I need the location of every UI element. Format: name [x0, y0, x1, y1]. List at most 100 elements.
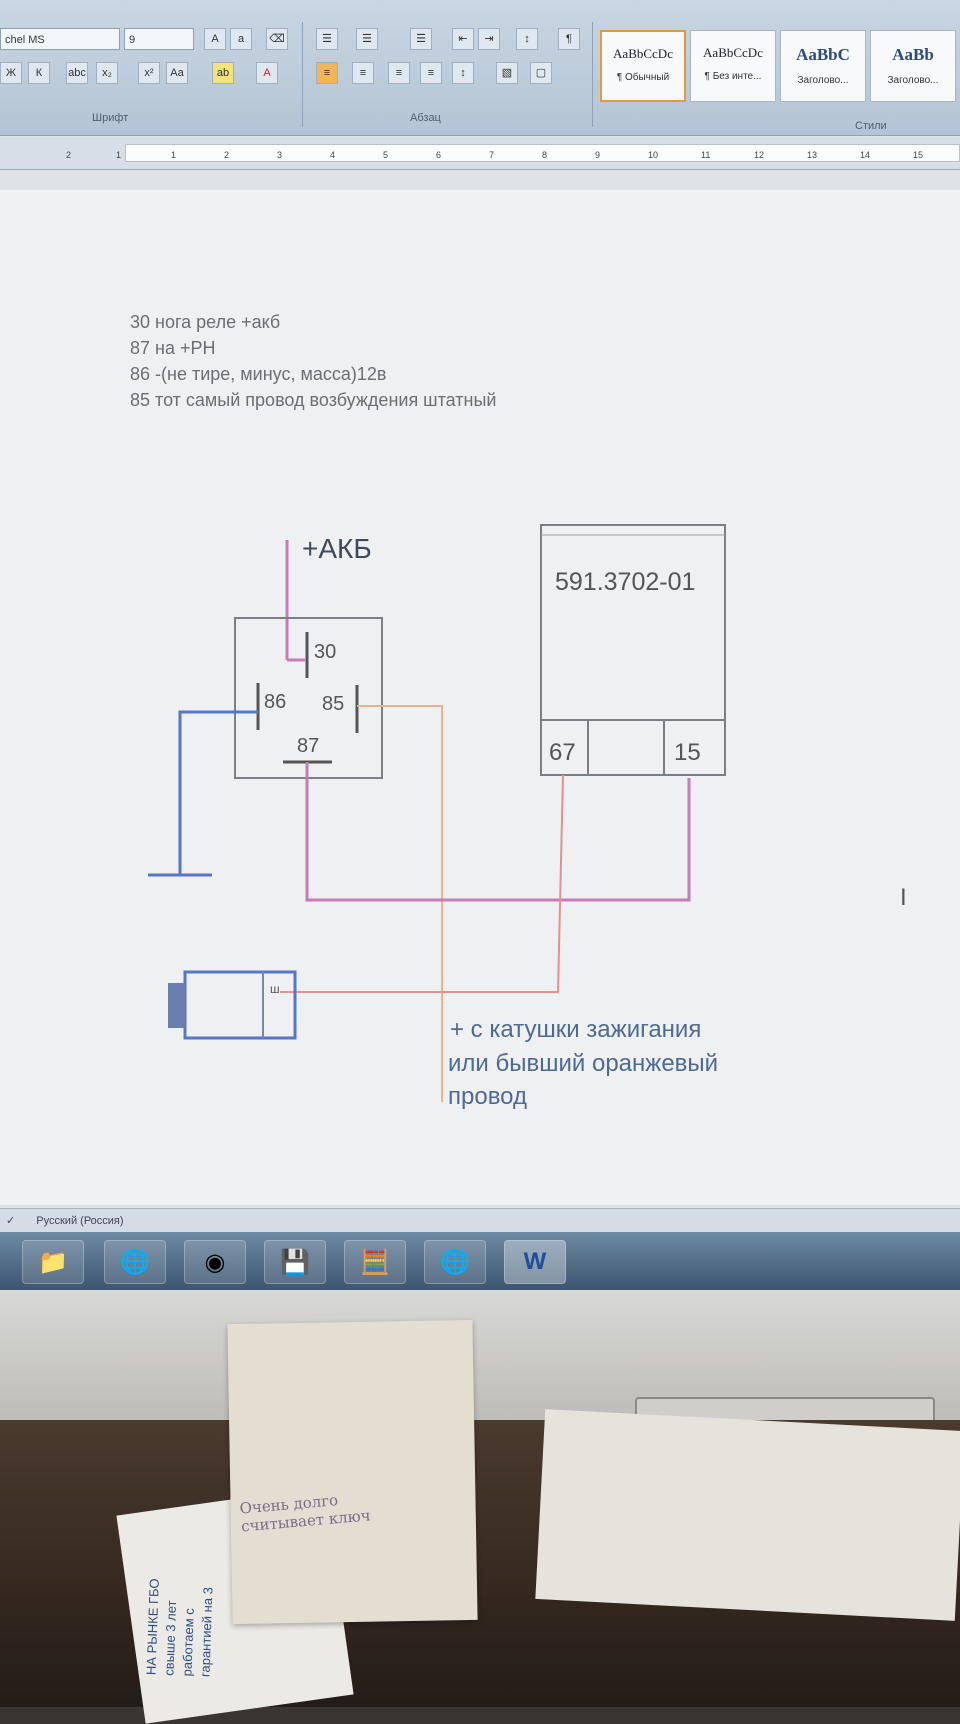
- justify-button[interactable]: ≡: [420, 62, 442, 84]
- ruler-tick: 1: [116, 150, 122, 160]
- ribbon: chel MS 9 A a ⌫ Ж К abc x₂ x² Aa ab A Шр…: [0, 0, 960, 136]
- doc-line: 86 -(не тире, минус, масса)12в: [130, 364, 387, 384]
- paragraph-group-label: Абзац: [410, 112, 441, 124]
- taskbar: 📁 🌐 ◉ 💾 🧮 🌐 W: [0, 1232, 960, 1290]
- ruler-tick: 7: [489, 150, 495, 160]
- font-color-button[interactable]: A: [256, 62, 278, 84]
- monitor-screen: chel MS 9 A a ⌫ Ж К abc x₂ x² Aa ab A Шр…: [0, 0, 960, 1290]
- line-spacing-button[interactable]: ↕: [452, 62, 474, 84]
- italic-button[interactable]: К: [28, 62, 50, 84]
- font-name-select[interactable]: chel MS: [0, 28, 120, 50]
- sort-button[interactable]: ↕: [516, 28, 538, 50]
- ruler-tick: 2: [66, 150, 72, 160]
- spellcheck-icon[interactable]: ✓: [6, 1215, 16, 1227]
- style-normal[interactable]: AaBbCcDc ¶ Обычный: [600, 30, 686, 102]
- doc-line: 87 на +РН: [130, 338, 216, 358]
- style-sample: AaBb: [892, 45, 934, 64]
- regulator-pin-15: 15: [674, 739, 701, 766]
- regulator-pin-67: 67: [549, 739, 576, 766]
- browser-icon[interactable]: 🌐: [104, 1240, 166, 1284]
- ruler-scale: 2 1 1 2 3 4 5 6 7 8 9 10 11 12 13 14 15: [66, 144, 960, 162]
- note-line: провод: [448, 1083, 527, 1110]
- regulator-box: [540, 524, 726, 776]
- ruler-tick: 5: [383, 150, 389, 160]
- style-sample: AaBbCcDc: [613, 46, 673, 61]
- font-group-label: Шрифт: [92, 112, 129, 124]
- superscript-button[interactable]: x²: [138, 62, 160, 84]
- style-heading-1[interactable]: AaBbC Заголово...: [780, 30, 866, 102]
- doc-line: 85 тот самый провод возбуждения штатный: [130, 390, 497, 410]
- ruler-tick: 6: [436, 150, 442, 160]
- indent-dec-button[interactable]: ⇤: [452, 28, 474, 50]
- align-center-button[interactable]: ≡: [352, 62, 374, 84]
- taskbar-glyph: 🧮: [360, 1248, 390, 1276]
- status-bar: ✓ Русский (Россия): [0, 1208, 960, 1233]
- regulator67-to-generator-wire: [280, 774, 564, 993]
- style-name: Заголово...: [797, 75, 849, 86]
- note-line: + с катушки зажигания: [450, 1016, 701, 1043]
- strike-button[interactable]: abc: [66, 62, 88, 84]
- ruler-tick: 12: [754, 150, 765, 160]
- indent-inc-button[interactable]: ⇥: [478, 28, 500, 50]
- style-heading-2[interactable]: AaBb Заголово...: [870, 30, 956, 102]
- clear-format-button[interactable]: ⌫: [266, 28, 288, 50]
- taskbar-glyph: 🌐: [120, 1248, 150, 1276]
- borders-button[interactable]: ▢: [530, 62, 552, 84]
- align-right-button[interactable]: ≡: [388, 62, 410, 84]
- style-name: Заголово...: [887, 75, 939, 86]
- shading-button[interactable]: ▧: [496, 62, 518, 84]
- taskbar-glyph: W: [523, 1248, 547, 1275]
- doc-line: 30 нога реле +акб: [130, 312, 281, 332]
- ruler-tick: 10: [648, 150, 659, 160]
- ibeam-cursor-icon: I: [900, 884, 907, 911]
- grow-font-button[interactable]: A: [204, 28, 226, 50]
- show-marks-button[interactable]: ¶: [558, 28, 580, 50]
- ruler-tick: 2: [224, 150, 230, 160]
- save-icon[interactable]: 💾: [264, 1240, 326, 1284]
- ruler-tick: 14: [860, 150, 871, 160]
- bold-button[interactable]: Ж: [0, 62, 22, 84]
- group-separator: [302, 22, 303, 127]
- taskbar-glyph: 💾: [280, 1248, 310, 1276]
- word-icon[interactable]: W: [504, 1240, 566, 1284]
- regulator-model: 591.3702-01: [555, 568, 695, 596]
- note-line: или бывший оранжевый: [448, 1050, 718, 1077]
- generator-shaft: [168, 983, 185, 1028]
- document-page[interactable]: 30 нога реле +акб 87 на +РН 86 -(не тире…: [0, 190, 960, 1205]
- highlight-button[interactable]: ab: [212, 62, 234, 84]
- calculator-icon[interactable]: 🧮: [344, 1240, 406, 1284]
- align-left-button[interactable]: ≡: [316, 62, 338, 84]
- horizontal-ruler[interactable]: 2 1 1 2 3 4 5 6 7 8 9 10 11 12 13 14 15: [0, 137, 960, 170]
- taskbar-glyph: 📁: [38, 1248, 68, 1276]
- style-no-spacing[interactable]: AaBbCcDc ¶ Без инте...: [690, 30, 776, 102]
- group-separator: [592, 22, 593, 127]
- style-sample: AaBbCcDc: [703, 45, 763, 60]
- numbering-button[interactable]: ☰: [356, 28, 378, 50]
- ruler-tick: 1: [171, 150, 177, 160]
- font-size-select[interactable]: 9: [124, 28, 194, 50]
- generator-terminal-label: ш: [270, 982, 280, 996]
- ruler-tick: 9: [595, 150, 601, 160]
- multilevel-button[interactable]: ☰: [410, 28, 432, 50]
- shrink-font-button[interactable]: a: [230, 28, 252, 50]
- relay-pin-87: 87: [297, 735, 319, 757]
- relay-pin-30: 30: [314, 641, 336, 663]
- chrome-icon[interactable]: ◉: [184, 1240, 246, 1284]
- sticky-note: [227, 1319, 478, 1625]
- flyer-text: НА РЫНКЕ ГБО свыше 3 лет работаем с гара…: [143, 1578, 216, 1678]
- browser2-icon[interactable]: 🌐: [424, 1240, 486, 1284]
- explorer-icon[interactable]: 📁: [22, 1240, 84, 1284]
- relay-pin-85: 85: [322, 693, 344, 715]
- styles-group-label: Стили: [855, 120, 887, 132]
- ruler-tick: 8: [542, 150, 548, 160]
- language-indicator[interactable]: Русский (Россия): [36, 1215, 124, 1227]
- bullets-button[interactable]: ☰: [316, 28, 338, 50]
- case-button[interactable]: Aa: [166, 62, 188, 84]
- ruler-tick: 11: [701, 150, 711, 160]
- style-name: ¶ Без инте...: [704, 71, 762, 82]
- excitation-wire: [357, 705, 443, 1102]
- taskbar-glyph: 🌐: [440, 1248, 470, 1276]
- subscript-button[interactable]: x₂: [96, 62, 118, 84]
- ruler-tick: 15: [913, 150, 924, 160]
- relay-pin-86: 86: [264, 691, 286, 713]
